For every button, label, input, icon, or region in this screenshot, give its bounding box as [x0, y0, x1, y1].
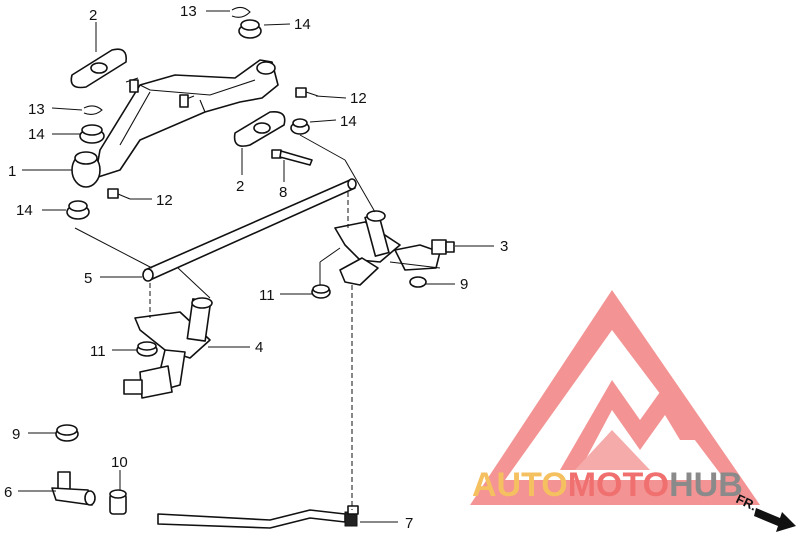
callout-labels: 2 13 14 13 14 12 14 1 2 8 12 14 3 5 11 9…	[4, 3, 508, 532]
part-3-right-lever	[334, 210, 455, 286]
callout-7: 7	[405, 515, 413, 532]
callout-2-lower: 2	[236, 178, 244, 195]
callout-1: 1	[8, 163, 16, 180]
watermark-triangle	[470, 290, 760, 505]
part-6-ball-joint	[51, 471, 96, 506]
part-1-shift-bracket	[71, 59, 279, 188]
part-8-bolt	[271, 149, 313, 166]
part-2-lower-plate	[233, 110, 286, 147]
part-9-nut-left	[55, 424, 79, 442]
part-4-left-lever	[123, 297, 213, 399]
watermark-inner-m	[560, 380, 700, 470]
watermark-text-auto: AUTO	[472, 466, 568, 504]
watermark-logo	[470, 290, 760, 505]
callout-12-upper: 12	[350, 90, 367, 107]
callout-6: 6	[4, 484, 12, 501]
callout-14-right: 14	[340, 113, 357, 130]
part-14-grommet-lower-left	[66, 200, 90, 220]
callout-4: 4	[255, 339, 263, 356]
callout-10: 10	[111, 454, 128, 471]
callout-8: 8	[279, 184, 287, 201]
watermark-text-moto: MOTO	[568, 466, 669, 504]
callout-13-top: 13	[180, 3, 197, 20]
callout-2-upper: 2	[89, 7, 97, 24]
part-14-grommet-left	[79, 124, 105, 144]
watermark-text: AUTOMOTOHUB	[472, 466, 743, 504]
part-10-collar	[109, 489, 127, 515]
callout-9-left: 9	[12, 426, 20, 443]
part-12-bolt-upper	[295, 87, 319, 98]
part-13-clip-top	[231, 6, 251, 18]
callout-3: 3	[500, 238, 508, 255]
front-direction-indicator: FR.	[734, 491, 796, 532]
front-direction-label: FR.	[734, 491, 759, 513]
callout-14-top: 14	[294, 16, 311, 33]
callout-11-right: 11	[259, 287, 275, 304]
watermark-text-hub: HUB	[669, 466, 743, 504]
callout-9-right: 9	[460, 276, 468, 293]
callout-13-left: 13	[28, 101, 45, 118]
part-14-grommet-top	[238, 19, 262, 39]
part-12-bolt-lower	[107, 188, 131, 200]
callout-14-left: 14	[28, 126, 45, 143]
callout-14-lower-left: 14	[16, 202, 33, 219]
callout-5: 5	[84, 270, 92, 287]
callout-leaders	[18, 10, 494, 523]
part-2-upper-plate	[70, 48, 128, 89]
watermark-inner-triangle	[575, 430, 650, 470]
part-7-lower-rod	[157, 505, 359, 529]
part-14-grommet-right	[290, 118, 310, 135]
callout-12-lower: 12	[156, 192, 173, 209]
part-13-clip-left	[83, 105, 103, 116]
assembly-lines	[74, 134, 441, 510]
front-arrow-icon	[754, 508, 796, 532]
callout-11-left: 11	[90, 343, 106, 360]
part-11-nut-left	[136, 341, 158, 357]
part-5-shift-rod	[142, 178, 357, 282]
part-9-nut-right	[409, 276, 427, 288]
part-11-nut-right	[311, 284, 331, 299]
